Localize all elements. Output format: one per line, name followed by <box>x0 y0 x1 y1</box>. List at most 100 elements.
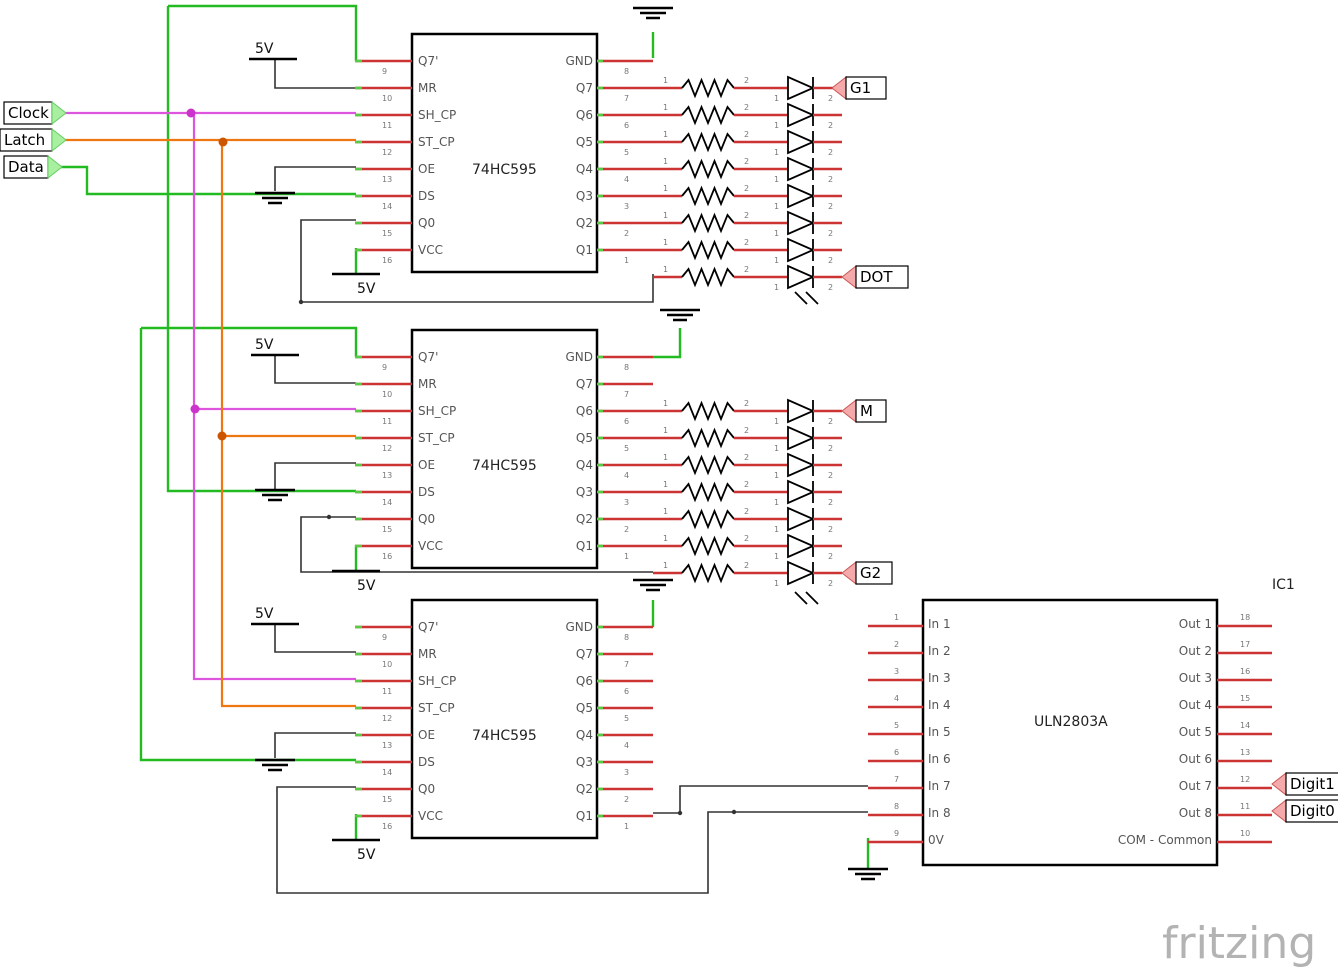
pin-number: 3 <box>624 498 629 507</box>
light-arrows <box>794 291 808 305</box>
net-label-box <box>845 76 887 100</box>
resistor-zigzag <box>681 131 735 153</box>
led-triangle <box>787 129 816 155</box>
led-triangle <box>787 237 816 263</box>
chip-body <box>410 598 599 840</box>
pin-label: Q7' <box>418 54 438 68</box>
wire-ds-2 <box>166 6 356 493</box>
light-arrows <box>805 591 819 605</box>
labels-layer: 5V5V5V5V5V5VClockLatchDataG1DOTMG2Digit1… <box>0 41 1338 863</box>
net-label-tip <box>1271 798 1287 824</box>
pin-label: DS <box>418 189 435 203</box>
vcc-label: 5V <box>255 606 274 622</box>
pin-number: 6 <box>624 121 629 130</box>
junction <box>731 809 737 815</box>
pin-label: Q4 <box>576 728 593 742</box>
pin-label: Q4 <box>576 458 593 472</box>
pin-label: ST_CP <box>418 135 455 149</box>
pin-number: 2 <box>624 229 629 238</box>
wire-oe2 <box>274 462 356 490</box>
resistor-pin: 1 <box>663 103 668 112</box>
junction <box>326 514 332 520</box>
resistor-pin: 1 <box>663 76 668 85</box>
resistor-zigzag <box>681 535 735 557</box>
resistor-zigzag <box>681 562 735 584</box>
pin-label: SH_CP <box>418 674 456 688</box>
shift-register-1: 74HC595Q7'9GND8MR10Q77SH_CP11Q66ST_CP12Q… <box>355 32 653 274</box>
led-pin: 2 <box>828 498 833 507</box>
pin-number: 13 <box>382 471 392 480</box>
wire-q7s-2 <box>141 326 358 357</box>
pin-number: 9 <box>382 67 387 76</box>
pin-label: In 6 <box>928 752 951 766</box>
pin-label: COM - Common <box>1118 833 1212 847</box>
net-label-text: Digit0 <box>1290 802 1335 820</box>
resistor-pin: 1 <box>663 211 668 220</box>
pin-label: Q7' <box>418 350 438 364</box>
wire-ds-3 <box>139 328 356 762</box>
pin-number: 14 <box>382 202 392 211</box>
pin-label: Q4 <box>576 162 593 176</box>
led-pin: 2 <box>828 148 833 157</box>
resistor-pin: 2 <box>744 211 749 220</box>
pin-number: 10 <box>382 390 392 399</box>
net-label-text: Digit1 <box>1290 775 1335 793</box>
pin-number: 10 <box>1240 829 1250 838</box>
net-label-text: Data <box>8 158 44 176</box>
wire-clock-bus <box>192 113 356 681</box>
led-triangle <box>787 183 816 209</box>
pin-number: 4 <box>624 471 629 480</box>
pin-number: 6 <box>624 687 629 696</box>
pin-label: In 2 <box>928 644 951 658</box>
led-pin: 1 <box>774 256 779 265</box>
led-triangle <box>787 210 816 236</box>
resistor-pin: 2 <box>744 426 749 435</box>
net-g2: G2 <box>841 560 893 586</box>
resistor-pin: 2 <box>744 265 749 274</box>
resistor-zigzag <box>681 266 735 288</box>
led-pin: 1 <box>774 175 779 184</box>
pin-number: 4 <box>894 694 899 703</box>
pin-label: Q5 <box>576 135 593 149</box>
resistor-pin: 1 <box>663 399 668 408</box>
led-pin: 1 <box>774 525 779 534</box>
shift-register-2: 74HC595Q7'9GND8MR10Q77SH_CP11Q66ST_CP12Q… <box>355 328 653 570</box>
led-pin: 1 <box>774 444 779 453</box>
pin-label: In 4 <box>928 698 951 712</box>
net-label-box <box>855 561 893 585</box>
ground-symbol <box>633 578 673 592</box>
resistor-pin: 2 <box>744 480 749 489</box>
pin-label: Q7' <box>418 620 438 634</box>
pin-label: MR <box>418 377 437 391</box>
ground-symbol <box>255 191 295 205</box>
net-label-text: M <box>860 402 873 420</box>
net-m: M <box>841 398 887 424</box>
led-pin: 1 <box>774 498 779 507</box>
pin-number: 15 <box>1240 694 1250 703</box>
pin-number: 11 <box>1240 802 1250 811</box>
wires-layer <box>58 4 870 894</box>
pin-number: 3 <box>624 202 629 211</box>
pin-number: 16 <box>1240 667 1250 676</box>
ground-symbol <box>255 758 295 772</box>
resistor-zigzag <box>681 185 735 207</box>
pin-number: 2 <box>624 795 629 804</box>
resistor-pin: 2 <box>744 76 749 85</box>
parts-layer: 74HC595Q7'9GND8MR10Q77SH_CP11Q66ST_CP12Q… <box>249 6 1295 881</box>
pin-label: In 7 <box>928 779 951 793</box>
vcc-label: 5V <box>357 847 376 863</box>
led-triangle <box>787 75 816 101</box>
wire-gnd2 <box>653 328 682 359</box>
pin-label: Out 4 <box>1179 698 1212 712</box>
pin-label: Q2 <box>576 782 593 796</box>
net-dot: DOT <box>841 264 909 290</box>
pin-number: 15 <box>382 525 392 534</box>
pin-number: 9 <box>382 363 387 372</box>
net-g1: G1 <box>831 75 887 101</box>
led-pin: 2 <box>828 525 833 534</box>
led-triangle <box>787 425 816 451</box>
